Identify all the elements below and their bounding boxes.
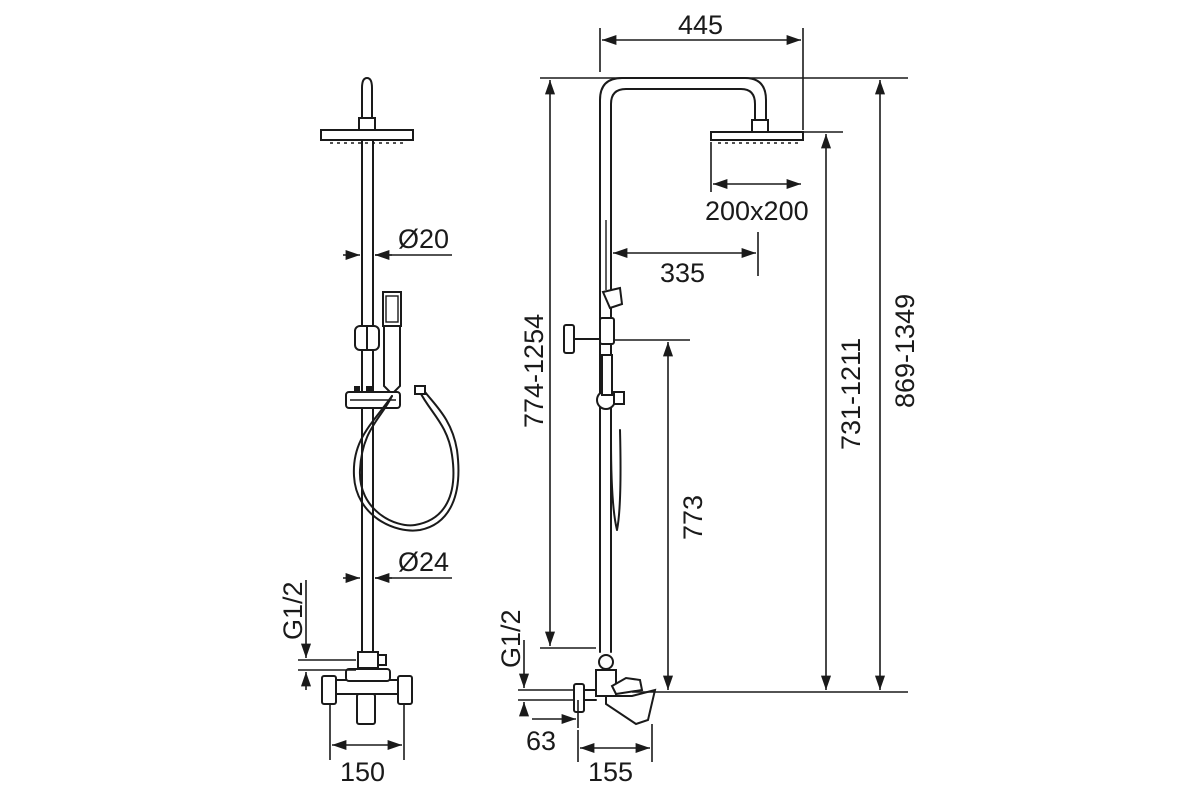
front-hand-shower: [382, 291, 402, 396]
front-rain-head: [320, 117, 414, 144]
side-arm-projection-dimension: 445: [599, 10, 804, 130]
side-height-head-label: 731-1211: [836, 338, 866, 450]
side-view: 445 200x200 335: [496, 10, 920, 787]
front-view: Ø20 Ø24: [278, 77, 460, 787]
front-inlet-thread-dimension: G1/2: [278, 580, 356, 690]
front-holder-knob: [354, 325, 380, 351]
front-inlet-spacing-dimension: 150: [329, 704, 405, 787]
side-mixer: [573, 654, 657, 726]
side-hand-shower: [563, 286, 624, 354]
side-head-size-dimension: 200x200: [705, 142, 809, 226]
side-slider: [596, 354, 625, 531]
side-head-size-label: 200x200: [705, 196, 809, 226]
front-inlet-thread-label: G1/2: [278, 581, 308, 640]
side-slider-height-label: 773: [678, 495, 708, 540]
front-arm-stub: [361, 77, 373, 119]
front-diameter-lower-dimension: Ø24: [343, 547, 452, 584]
side-height-top-label: 774-1254: [519, 314, 549, 428]
side-total-height-label: 869-1349: [890, 294, 920, 408]
side-arm-projection-label: 445: [678, 10, 723, 40]
side-rain-head: [710, 119, 804, 144]
side-mixer-depth-label: 155: [588, 757, 633, 787]
side-head-offset-dimension: 335: [613, 232, 759, 288]
side-inlet-thread-dimension: G1/2: [496, 609, 574, 717]
side-inlet-thread-label: G1/2: [496, 609, 526, 668]
front-inlet-spacing-label: 150: [340, 757, 385, 787]
side-height-head-dimension: 731-1211: [820, 134, 866, 690]
front-diameter-lower-label: Ø24: [398, 547, 449, 577]
side-mixer-depth-dimension: 155: [577, 724, 653, 787]
front-hose: [352, 385, 460, 532]
side-riser-arm: [599, 77, 767, 653]
side-inlet-offset-dimension: 63: [526, 700, 579, 756]
side-slider-height-dimension: 773: [662, 342, 708, 690]
side-head-offset-label: 335: [660, 258, 705, 288]
front-mixer: [321, 651, 413, 725]
side-height-top-dimension: 774-1254: [519, 80, 556, 646]
side-total-height-dimension: 869-1349: [874, 80, 920, 690]
side-inlet-offset-label: 63: [526, 726, 556, 756]
front-diameter-upper-dimension: Ø20: [343, 224, 452, 261]
front-diameter-upper-label: Ø20: [398, 224, 449, 254]
